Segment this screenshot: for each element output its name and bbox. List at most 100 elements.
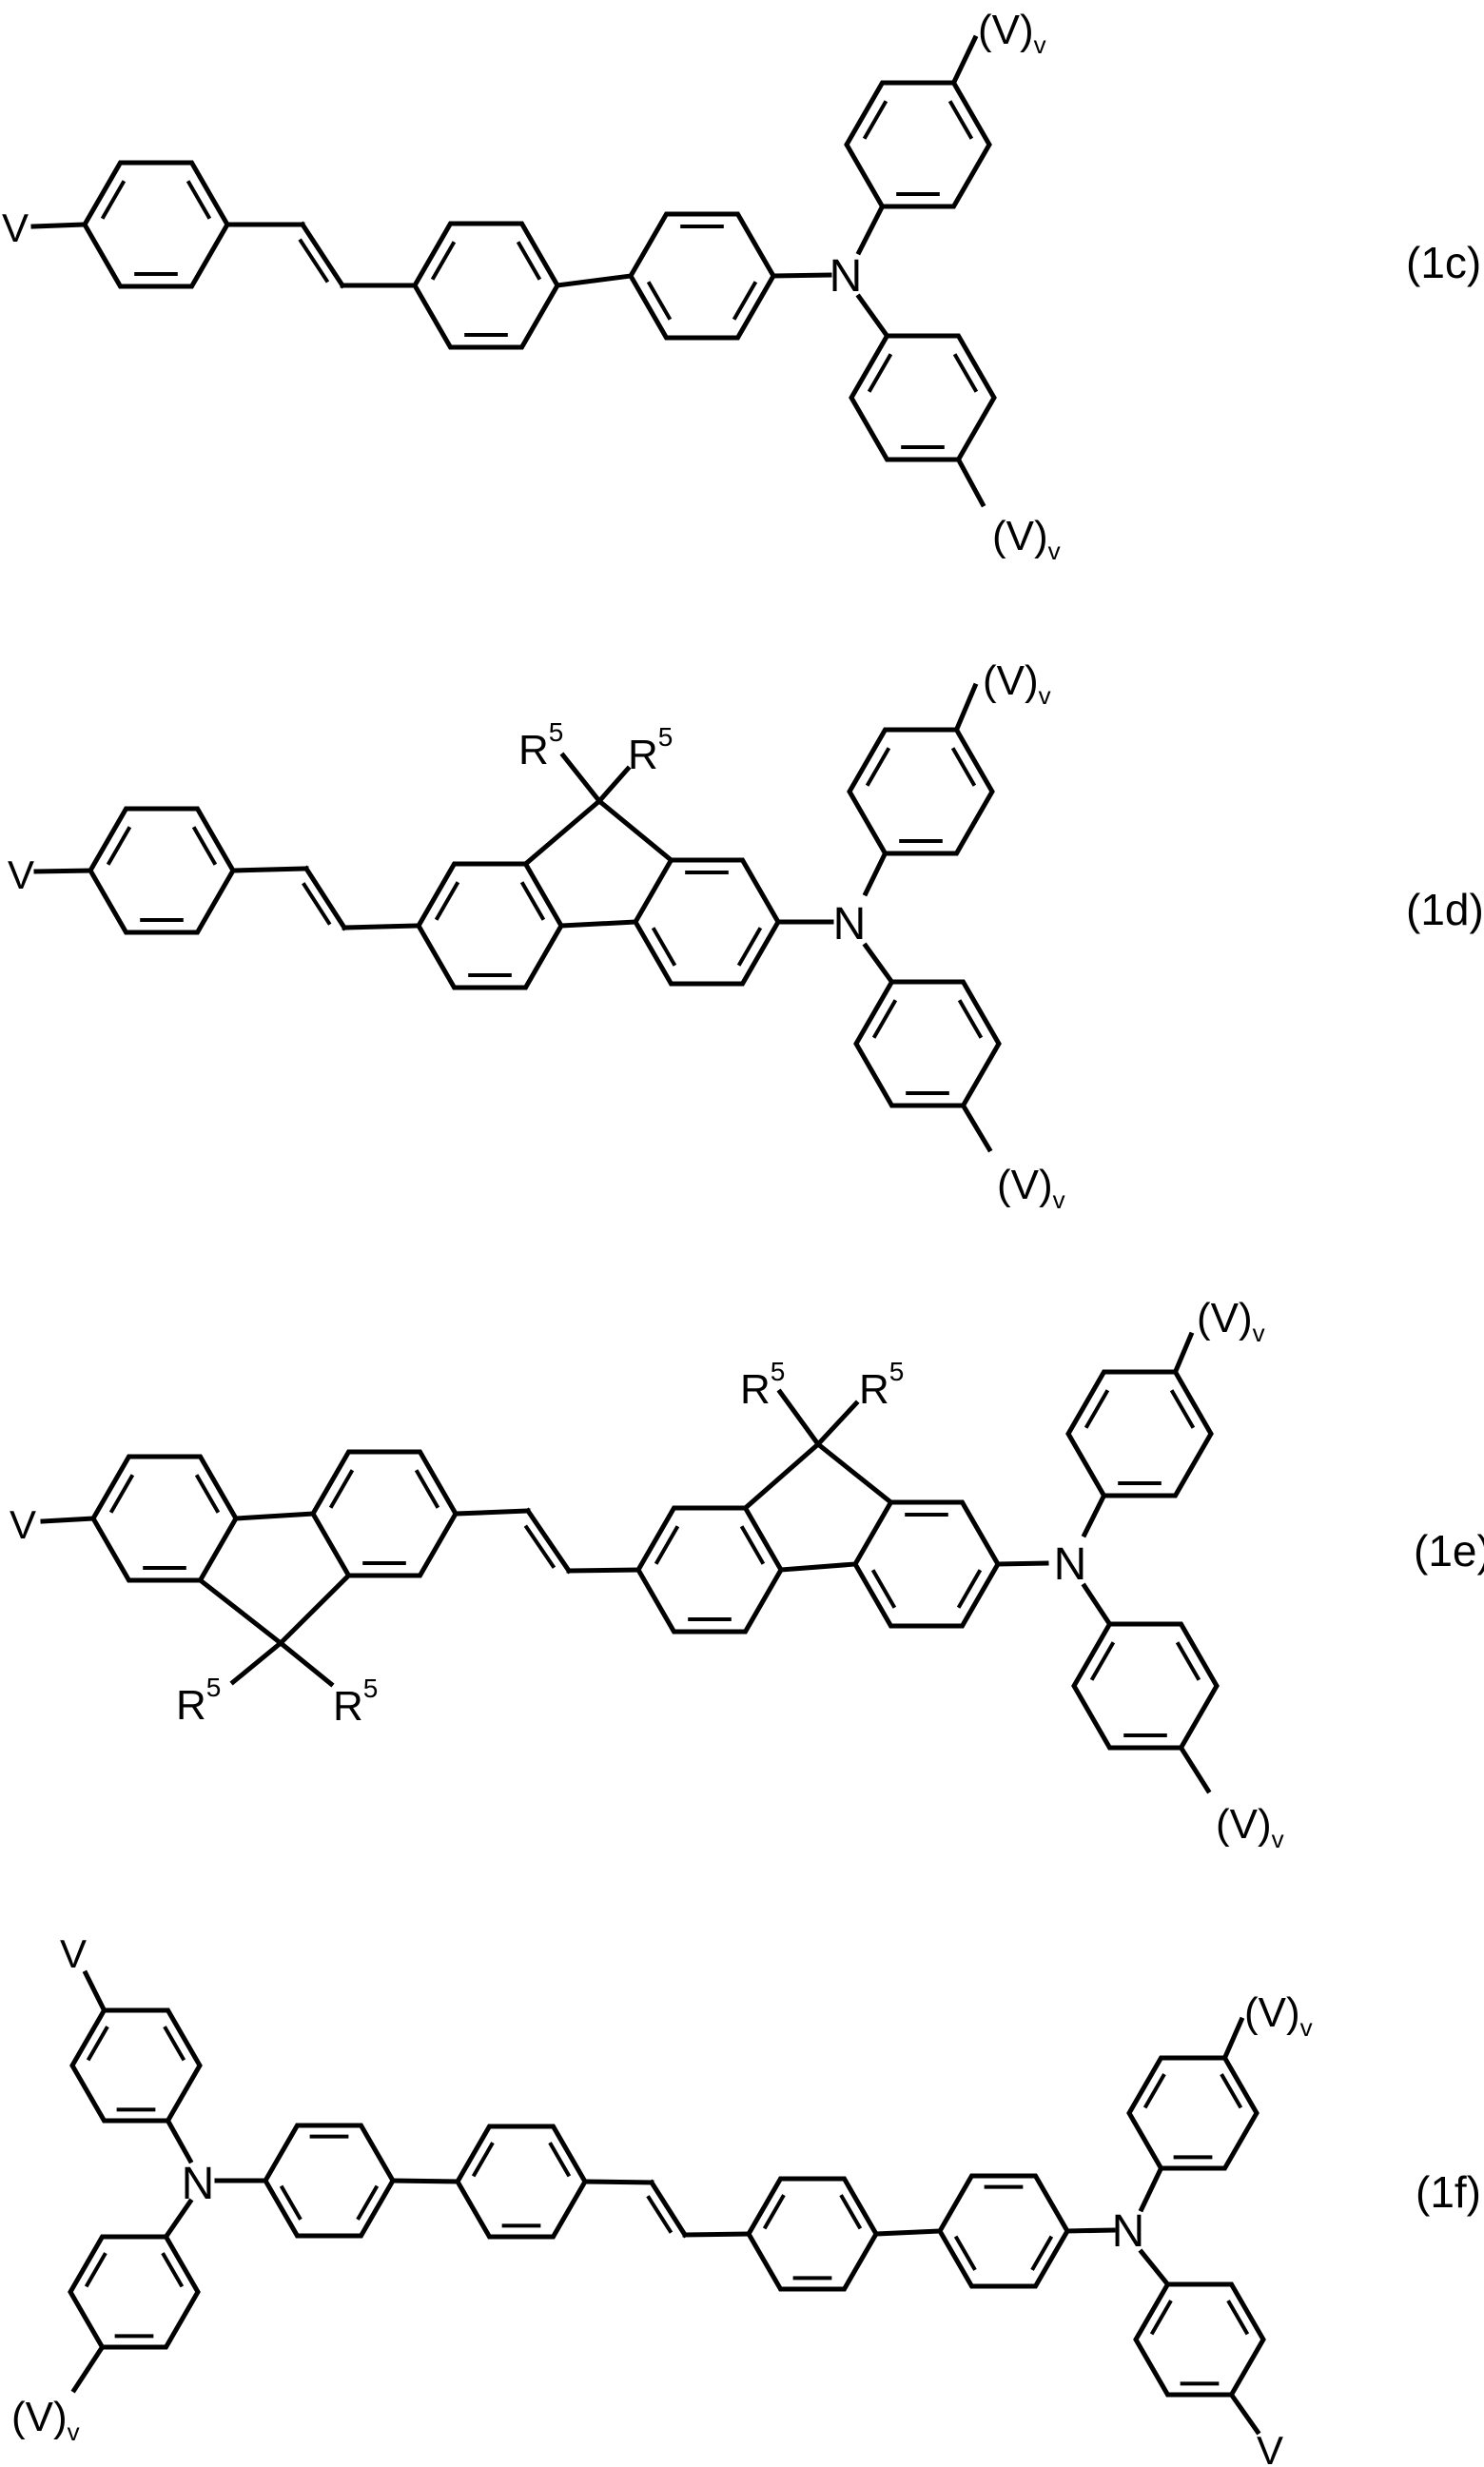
benzene-ring	[82, 160, 230, 289]
benzene-ring	[310, 1449, 459, 1578]
r-text: R	[518, 727, 549, 773]
substituent-v-label: V	[1257, 2428, 1283, 2467]
double-bond-line	[762, 2194, 786, 2230]
double-bond-line	[194, 1474, 221, 1514]
single-bond	[950, 34, 979, 87]
single-bond	[814, 1440, 895, 1506]
r-superscript: 5	[363, 1674, 379, 1703]
r-superscript: 5	[549, 717, 564, 747]
v-group-text: (V)	[983, 657, 1039, 704]
single-bond	[82, 1969, 107, 2014]
benzene-ring	[88, 806, 236, 935]
double-bond-line	[1089, 1641, 1116, 1681]
nitrogen-atom-label: N	[1054, 1539, 1087, 1590]
benzene-ring	[853, 979, 1002, 1108]
ring-outline	[88, 806, 236, 935]
double-bond-line	[839, 2194, 863, 2230]
vinyl-bond	[524, 1507, 573, 1575]
ring-outline	[90, 1454, 239, 1583]
ring-outline	[69, 2007, 203, 2124]
substituent-v-label: V	[2, 206, 29, 250]
benzene-ring	[68, 2234, 201, 2350]
r-superscript: 5	[771, 1357, 786, 1386]
nitrogen-atom-label: N	[1112, 2206, 1145, 2257]
v-subscript: v	[1272, 1825, 1284, 1853]
double-bond-line	[870, 1569, 897, 1609]
formula-1c: VN(V)v(V)v(1c)	[2, 7, 1481, 565]
v-subscript: v	[1053, 1185, 1065, 1214]
benzene-ring	[1126, 2055, 1259, 2171]
substituent-r5-label: R5	[176, 1673, 221, 1729]
double-bond-line	[548, 2142, 572, 2178]
substituent-r5-label: R5	[628, 722, 673, 778]
double-bond-line	[1084, 1389, 1110, 1429]
v-group-text: (V)	[997, 1162, 1053, 1208]
benzene-ring	[1065, 1369, 1214, 1498]
double-bond-line	[1030, 2235, 1054, 2271]
substituent-v-group-label: (V)v	[997, 1162, 1065, 1214]
double-bond-line	[732, 281, 758, 321]
r-superscript: 5	[658, 722, 674, 752]
v-subscript: v	[1034, 30, 1046, 59]
double-bond-line	[736, 927, 763, 967]
ring-outline	[416, 861, 564, 990]
double-bond-line	[356, 2184, 380, 2221]
ring-outline	[455, 2124, 588, 2240]
double-bond-line	[414, 1469, 440, 1509]
benzene-ring	[852, 1499, 1001, 1629]
single-bond	[566, 1567, 641, 1574]
single-bond	[778, 1561, 858, 1573]
single-bond	[682, 2231, 752, 2238]
single-bond	[277, 1639, 335, 1688]
single-bond	[995, 1560, 1049, 1567]
single-bond	[771, 272, 832, 279]
substituent-r5-label: R5	[518, 717, 563, 773]
double-bond-line	[739, 1525, 766, 1565]
double-bond-line	[651, 927, 677, 967]
single-bond	[229, 1639, 284, 1686]
double-bond-line	[161, 2252, 185, 2288]
substituent-v-group-label: (V)v	[1244, 1989, 1313, 2042]
r-superscript: 5	[206, 1673, 222, 1702]
nitrogen-atom-label: N	[833, 899, 867, 950]
substituent-v-group-label: (V)v	[11, 2394, 80, 2446]
benzene-ring	[1071, 1621, 1220, 1751]
double-bond-line	[654, 1525, 680, 1565]
single-bond	[1138, 2164, 1164, 2213]
single-bond	[30, 222, 88, 229]
single-bond	[277, 1572, 353, 1647]
double-bond-line	[1226, 2300, 1250, 2336]
double-bond-line	[952, 353, 979, 393]
single-bond	[1081, 1492, 1107, 1538]
benzene-ring	[263, 2123, 396, 2239]
substituent-v-label: V	[10, 1502, 36, 1547]
double-bond-line	[947, 100, 974, 140]
double-bond-line	[84, 2252, 107, 2288]
substituent-v-group-label: (V)v	[978, 7, 1046, 59]
single-bond	[521, 797, 603, 868]
double-bond-line	[519, 881, 546, 921]
single-bond	[855, 293, 890, 340]
v-subscript: v	[1300, 2013, 1313, 2042]
double-bond-line	[298, 238, 330, 284]
double-bond-line	[1175, 1641, 1201, 1681]
double-bond-line	[279, 2184, 303, 2221]
single-bond	[862, 942, 895, 986]
substituent-v-group-label: (V)v	[983, 657, 1051, 710]
vinyl-bond	[299, 221, 346, 289]
double-bond-line	[953, 2235, 977, 2271]
single-bond	[1178, 1744, 1212, 1794]
single-bond	[163, 2198, 194, 2241]
ring-outline	[310, 1449, 459, 1578]
double-bond-line	[106, 826, 132, 866]
single-bond	[1228, 2391, 1261, 2436]
r-text: R	[176, 1682, 206, 1729]
single-bond	[453, 1508, 531, 1517]
r-text: R	[859, 1366, 889, 1413]
double-bond-line	[302, 882, 332, 926]
single-bond	[559, 752, 603, 805]
substituent-r5-label: R5	[740, 1357, 785, 1413]
